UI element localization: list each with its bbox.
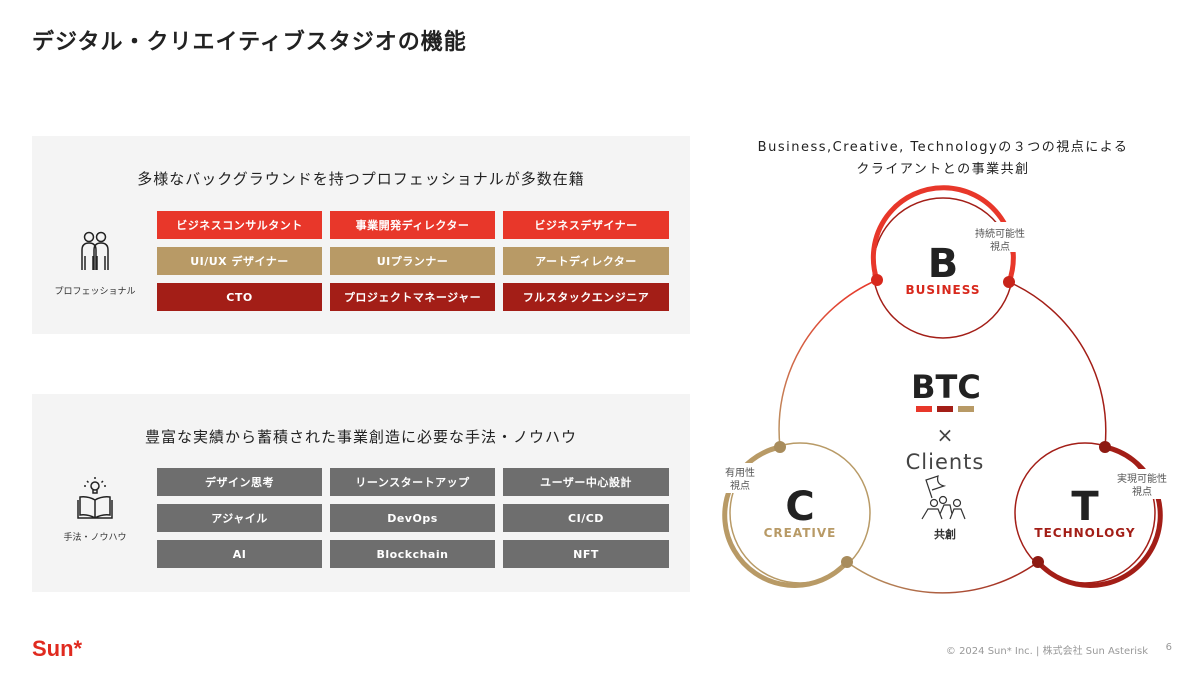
technology-note-1: 実現可能性	[1117, 472, 1167, 485]
technology-note-2: 視点	[1132, 485, 1152, 498]
diagram-title: Business,Creative, Technologyの３つの視点による ク…	[700, 137, 1186, 181]
copyright: © 2024 Sun* Inc. | 株式会社 Sun Asterisk	[945, 646, 1148, 657]
knowhow-icon-group: 手法・ノウハウ	[50, 476, 140, 543]
business-note-1: 持続可能性	[975, 227, 1025, 240]
knowhow-chip: Blockchain	[330, 540, 495, 568]
book-lightbulb-icon	[77, 477, 113, 519]
arc-b-to-c	[778, 279, 878, 448]
technology-thick-arc	[1036, 444, 1163, 588]
creative-letter: C	[785, 484, 814, 530]
professionals-icon-group: プロフェッショナル	[50, 230, 140, 297]
clients-label: Clients	[906, 450, 985, 474]
cocreation-label: 共創	[934, 527, 956, 541]
creative-note-1: 有用性	[725, 466, 755, 479]
page-title: デジタル・クリエイティブスタジオの機能	[32, 30, 467, 55]
professional-chip: UIプランナー	[330, 247, 495, 275]
knowhow-heading: 豊富な実績から蓄積された事業創造に必要な手法・ノウハウ	[144, 428, 577, 446]
professional-chip: CTO	[157, 283, 322, 311]
arc-t-to-c	[846, 561, 1039, 594]
creative-note-2: 視点	[730, 479, 750, 492]
professionals-panel: 多様なバックグラウンドを持つプロフェッショナルが多数在籍 プロフェッショナル ビ…	[32, 136, 690, 334]
knowhow-chip: リーンスタートアップ	[330, 468, 495, 496]
professional-chip: UI/UX デザイナー	[157, 247, 322, 275]
arc-b-to-t	[1008, 281, 1107, 448]
technology-letter: T	[1071, 484, 1099, 530]
btc-title: BTC	[911, 368, 981, 406]
business-letter: B	[928, 241, 959, 287]
professional-chip: プロジェクトマネージャー	[330, 283, 495, 311]
technology-label: TECHNOLOGY	[1034, 526, 1135, 540]
btc-color-bars	[916, 406, 974, 412]
professional-chip: フルスタックエンジニア	[503, 283, 669, 311]
professionals-grid: ビジネスコンサルタント事業開発ディレクタービジネスデザイナー UI/UX デザイナ…	[157, 211, 669, 311]
diagram-title-line1: Business,Creative, Technologyの３つの視点による	[757, 140, 1129, 155]
knowhow-chip: CI/CD	[503, 504, 669, 532]
professional-chip: アートディレクター	[503, 247, 669, 275]
professional-chip: 事業開発ディレクター	[330, 211, 495, 239]
knowhow-chip: DevOps	[330, 504, 495, 532]
cocreation-people-icon	[921, 475, 966, 520]
professional-chip: ビジネスコンサルタント	[157, 211, 322, 239]
knowhow-chip: ユーザー中心設計	[503, 468, 669, 496]
knowhow-panel: 豊富な実績から蓄積された事業創造に必要な手法・ノウハウ 手法・ノウハウ デザイン…	[32, 394, 690, 592]
knowhow-chip: AI	[157, 540, 322, 568]
knowhow-chip: デザイン思考	[157, 468, 322, 496]
professionals-heading: 多様なバックグラウンドを持つプロフェッショナルが多数在籍	[137, 170, 585, 188]
people-icon	[81, 231, 109, 270]
professional-chip: ビジネスデザイナー	[503, 211, 669, 239]
knowhow-chip: NFT	[503, 540, 669, 568]
professionals-icon-label: プロフェッショナル	[54, 287, 136, 297]
knowhow-grid: デザイン思考リーンスタートアップユーザー中心設計アジャイル DevOps CI/CD…	[157, 468, 669, 568]
sun-asterisk-logo: Sun*	[32, 636, 83, 661]
knowhow-chip: アジャイル	[157, 504, 322, 532]
times-symbol: ×	[937, 423, 954, 447]
business-label: BUSINESS	[906, 283, 981, 297]
diagram-title-line2: クライアントとの事業共創	[856, 162, 1030, 177]
knowhow-icon-label: 手法・ノウハウ	[63, 533, 127, 543]
business-note-2: 視点	[990, 240, 1010, 253]
page-number: 6	[1165, 642, 1172, 653]
junction-dots	[774, 274, 1111, 568]
creative-label: CREATIVE	[764, 526, 837, 540]
